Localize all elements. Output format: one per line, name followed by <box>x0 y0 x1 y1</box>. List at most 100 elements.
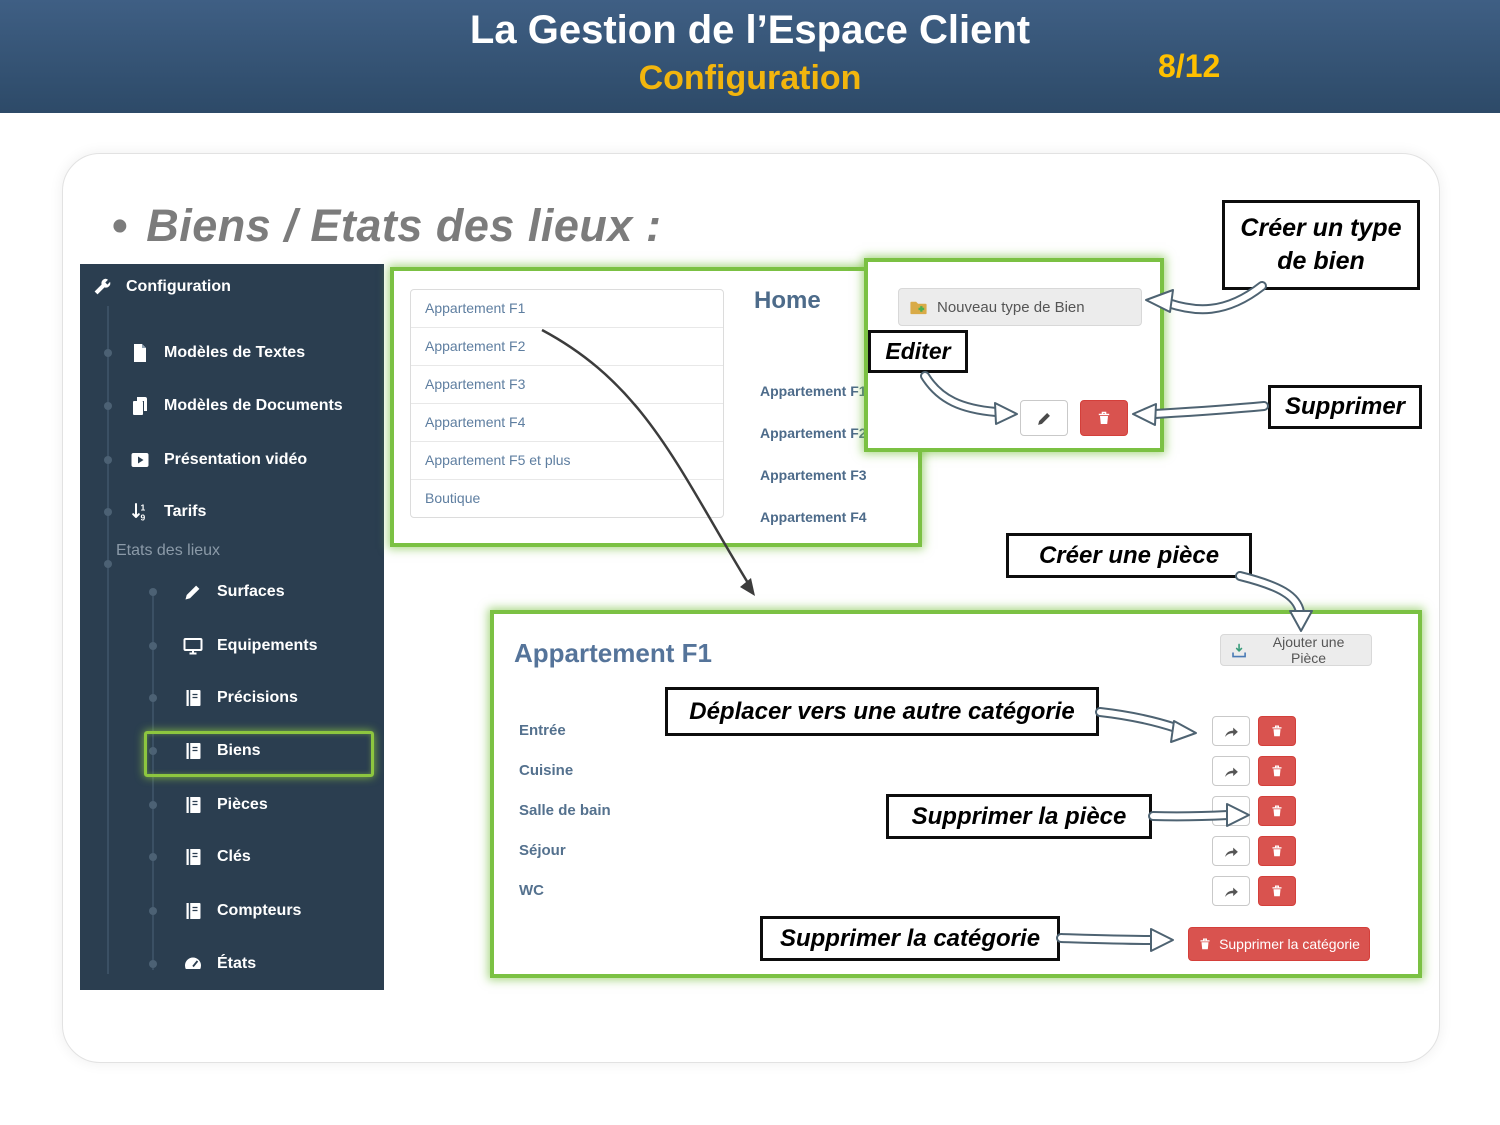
home-menu-item[interactable]: Appartement F1 <box>760 383 867 399</box>
sidebar-header-configuration[interactable]: Configuration <box>92 269 231 305</box>
room-row: Cuisine <box>494 756 1418 788</box>
sidebar-item-label: Modèles de Textes <box>164 344 306 361</box>
delete-category-button[interactable]: Supprimer la catégorie <box>1188 927 1370 961</box>
sidebar-item-label: Equipements <box>217 637 318 654</box>
sidebar-item-label: Précisions <box>217 689 298 706</box>
trash-icon <box>1272 725 1282 737</box>
add-room-button[interactable]: Ajouter une Pièce <box>1220 634 1372 666</box>
sidebar-item-label: Présentation vidéo <box>164 451 308 468</box>
move-arrow-icon <box>1224 847 1238 857</box>
sidebar-item-cles[interactable]: Clés <box>183 839 251 875</box>
callout-edit: Editer <box>868 330 968 373</box>
sidebar-item-etats[interactable]: États <box>183 946 256 982</box>
home-menu-item[interactable]: Appartement F2 <box>760 425 867 441</box>
timeline-dot <box>149 588 157 596</box>
sidebar-item-label: Surfaces <box>217 583 285 600</box>
sidebar-header-label: Configuration <box>126 278 231 295</box>
room-label: Salle de bain <box>519 802 611 819</box>
sidebar-section-label: Etats des lieux <box>116 542 221 559</box>
home-title: Home <box>754 287 821 314</box>
gauge-icon <box>184 957 201 969</box>
slide-page-indicator: 8/12 <box>1158 48 1221 84</box>
sidebar-item-label: Modèles de Documents <box>164 397 343 414</box>
video-icon <box>131 453 149 467</box>
book-icon <box>186 903 201 919</box>
move-room-button[interactable] <box>1212 876 1250 906</box>
room-label: Entrée <box>519 722 566 739</box>
sidebar-item-modeles-textes[interactable]: Modèles de Textes <box>130 335 305 371</box>
move-arrow-icon <box>1224 807 1238 817</box>
add-room-icon <box>1232 643 1246 657</box>
delete-room-button[interactable] <box>1258 796 1296 826</box>
svg-text:1: 1 <box>141 503 146 513</box>
pencil-icon <box>1037 412 1050 425</box>
timeline-dot <box>149 642 157 650</box>
move-room-button[interactable] <box>1212 756 1250 786</box>
slide-title: La Gestion de l’Espace Client <box>469 8 1031 52</box>
move-room-button[interactable] <box>1212 796 1250 826</box>
callout-move-category: Déplacer vers une autre catégorie <box>665 687 1099 736</box>
sidebar-item-pieces[interactable]: Pièces <box>183 787 268 823</box>
move-arrow-icon <box>1224 727 1238 737</box>
delete-room-button[interactable] <box>1258 876 1296 906</box>
room-label: Cuisine <box>519 762 574 779</box>
book-icon <box>186 849 201 865</box>
configuration-sidebar: Configuration Modèles de Textes Modèles … <box>80 264 384 990</box>
sidebar-item-compteurs[interactable]: Compteurs <box>183 893 301 929</box>
type-list-item[interactable]: Appartement F5 et plus <box>411 442 723 480</box>
timeline-dot <box>104 456 112 464</box>
type-list-item[interactable]: Appartement F1 <box>411 290 723 328</box>
trash-icon <box>1272 805 1282 817</box>
trash-icon <box>1272 845 1282 857</box>
room-row: Entrée <box>494 716 1418 748</box>
sidebar-timeline <box>107 306 109 974</box>
home-menu-item[interactable]: Appartement F4 <box>760 509 867 525</box>
delete-room-button[interactable] <box>1258 756 1296 786</box>
delete-type-button[interactable] <box>1080 400 1128 436</box>
sidebar-item-label: Compteurs <box>217 902 302 919</box>
sidebar-item-precisions[interactable]: Précisions <box>183 680 298 716</box>
type-list: Appartement F1 Appartement F2 Appartemen… <box>410 289 724 518</box>
home-menu-item[interactable]: Appartement F3 <box>760 467 867 483</box>
sort-numeric-icon: 19 <box>132 503 146 522</box>
add-room-button-label: Ajouter une Pièce <box>1272 634 1345 666</box>
timeline-dot <box>104 508 112 516</box>
callout-delete-room: Supprimer la pièce <box>886 794 1152 839</box>
sidebar-item-label: Tarifs <box>164 503 207 520</box>
timeline-dot <box>149 960 157 968</box>
sidebar-item-biens[interactable]: Biens <box>183 733 261 769</box>
timeline-dot <box>104 402 112 410</box>
edit-type-button[interactable] <box>1020 400 1068 436</box>
type-list-item[interactable]: Appartement F3 <box>411 366 723 404</box>
type-list-item[interactable]: Appartement F2 <box>411 328 723 366</box>
room-label: Séjour <box>519 842 566 859</box>
rooms-panel-title: Appartement F1 <box>514 638 712 668</box>
move-room-button[interactable] <box>1212 836 1250 866</box>
move-room-button[interactable] <box>1212 716 1250 746</box>
move-arrow-icon <box>1224 887 1238 897</box>
new-type-button[interactable]: Nouveau type de Bien <box>898 288 1142 326</box>
slide-header: La Gestion de l’Espace Client Configurat… <box>0 0 1500 113</box>
sidebar-item-equipements[interactable]: Equipements <box>183 628 317 664</box>
room-row: Séjour <box>494 836 1418 868</box>
wrench-icon <box>94 278 111 295</box>
delete-room-button[interactable] <box>1258 836 1296 866</box>
book-icon <box>186 690 201 706</box>
type-list-item[interactable]: Boutique <box>425 490 481 506</box>
timeline-dot <box>149 694 157 702</box>
callout-delete: Supprimer <box>1268 385 1422 429</box>
slide-subtitle: Configuration <box>638 59 862 97</box>
new-type-button-label: Nouveau type de Bien <box>937 298 1085 316</box>
timeline-dot <box>104 349 112 357</box>
timeline-dot <box>149 907 157 915</box>
callout-delete-category: Supprimer la catégorie <box>760 916 1060 961</box>
sidebar-item-presentation-video[interactable]: Présentation vidéo <box>130 442 307 478</box>
sidebar-item-surfaces[interactable]: Surfaces <box>183 574 285 610</box>
sidebar-item-modeles-documents[interactable]: Modèles de Documents <box>130 388 343 424</box>
sidebar-item-label: Clés <box>217 848 251 865</box>
trash-icon <box>1272 765 1282 777</box>
delete-room-button[interactable] <box>1258 716 1296 746</box>
folder-plus-icon <box>910 301 927 314</box>
type-list-item[interactable]: Appartement F4 <box>411 404 723 442</box>
